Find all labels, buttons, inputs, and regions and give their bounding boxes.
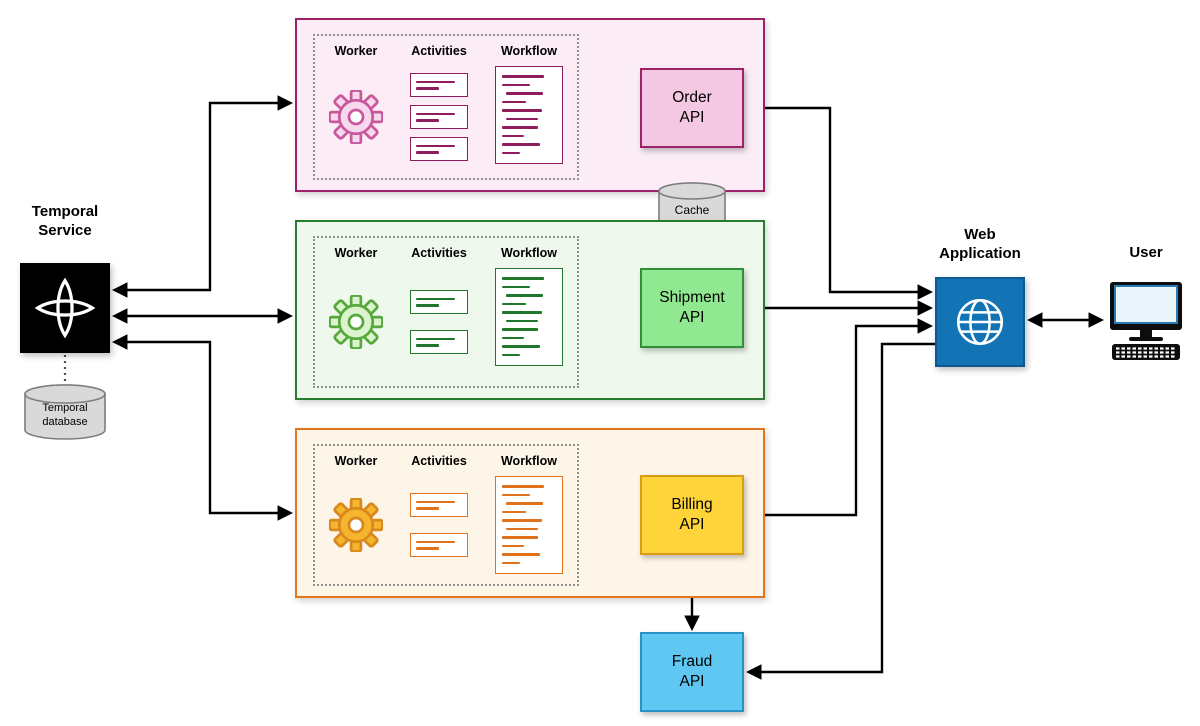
temporal-database-label: Temporal database (42, 402, 88, 428)
billing-service-group: Worker (295, 428, 765, 598)
order-activities-label: Activities (411, 44, 467, 58)
temporal-service-label: Temporal Service (31, 203, 99, 239)
web-application-label: Web Application (939, 226, 1021, 262)
shipment-worker-container: Worker (313, 236, 579, 388)
user-node (1104, 280, 1188, 364)
billing-worker-label: Worker (334, 454, 378, 468)
shipment-worker-label: Worker (334, 246, 378, 260)
order-worker-container: Worker (313, 34, 579, 180)
billing-activities-label: Activities (411, 454, 467, 468)
order-worker-label: Worker (334, 44, 378, 58)
arrow-temporal-billing (111, 334, 294, 521)
arrow-billingapi-webapp (745, 318, 934, 523)
arrow-orderapi-webapp (745, 100, 934, 300)
temporal-logo-icon (34, 277, 96, 339)
shipment-activities-label: Activities (411, 246, 467, 260)
computer-icon (1110, 282, 1182, 360)
billing-worker-container: Worker (313, 444, 579, 586)
web-application-node (935, 277, 1025, 367)
activity-card (410, 533, 468, 557)
workflow-document (495, 268, 563, 366)
arrow-temporal-order (111, 95, 294, 298)
billing-workflow-label: Workflow (500, 454, 558, 468)
user-label: User (1129, 244, 1163, 261)
activity-card (410, 330, 468, 354)
workflow-document (495, 476, 563, 574)
activity-card (410, 290, 468, 314)
cache-label: Cache (674, 203, 710, 218)
worker-gear-icon (329, 295, 383, 349)
temporal-service-node (20, 263, 110, 353)
activity-card (410, 137, 468, 161)
worker-gear-icon (329, 498, 383, 552)
temporal-database-node: Temporal database (23, 383, 107, 441)
fraud-api-node: Fraud API (640, 632, 744, 712)
globe-icon (956, 298, 1004, 346)
arrow-webapp-fraudapi (745, 342, 935, 680)
activity-card (410, 73, 468, 97)
order-workflow-label: Workflow (500, 44, 558, 58)
database-cylinder-icon (24, 384, 106, 440)
worker-gear-icon (329, 90, 383, 144)
shipment-workflow-label: Workflow (500, 246, 558, 260)
order-api-node: Order API (640, 68, 744, 148)
activity-card (410, 493, 468, 517)
shipment-api-node: Shipment API (640, 268, 744, 348)
billing-api-node: Billing API (640, 475, 744, 555)
workflow-document (495, 66, 563, 164)
activity-card (410, 105, 468, 129)
